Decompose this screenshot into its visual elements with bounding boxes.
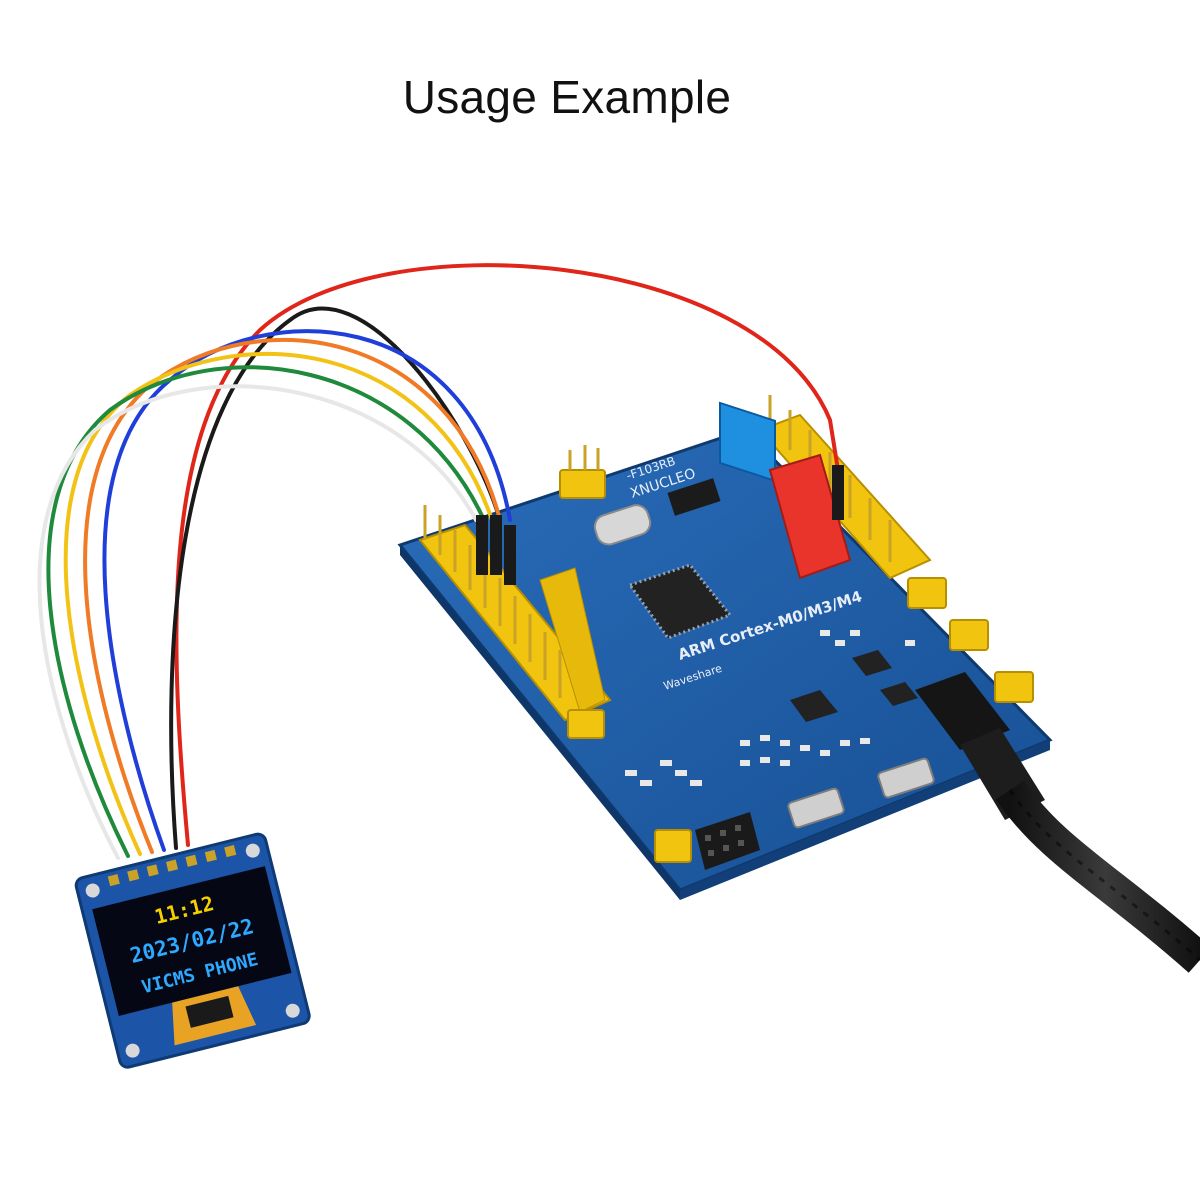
- jumper-wires: [37, 263, 840, 860]
- dc-jack: [915, 672, 1010, 750]
- top-jumper: [559, 445, 606, 499]
- crystal: [593, 504, 652, 546]
- ic-small-1: [790, 690, 838, 722]
- usb-port-2: [877, 757, 935, 799]
- wire-white: [37, 384, 478, 860]
- ic-small-2: [852, 650, 892, 676]
- power-cable: [960, 728, 1200, 973]
- dupont-connectors: [476, 465, 844, 585]
- wire-green: [46, 365, 486, 858]
- oled-screen: [92, 866, 292, 1016]
- dev-board: XNUCLEO -F103RB ARM Cortex-M0/M3/M4 Wave…: [397, 395, 1053, 900]
- usb-port-1: [787, 787, 845, 829]
- red-header: [768, 453, 852, 580]
- left-header: [418, 505, 612, 722]
- mcu-chip: [627, 563, 733, 640]
- blue-header: [719, 401, 776, 483]
- wire-red: [174, 263, 840, 847]
- oled-module: 11:12 2023/02/22 VICMS PHONE: [74, 832, 311, 1069]
- wire-black: [169, 306, 502, 850]
- regulator: [667, 478, 721, 516]
- side-jumpers: [567, 577, 1034, 863]
- bottom-header: [695, 812, 760, 870]
- ic-small-3: [880, 682, 918, 706]
- smd-components: [625, 630, 915, 786]
- page-title: Usage Example: [402, 71, 732, 123]
